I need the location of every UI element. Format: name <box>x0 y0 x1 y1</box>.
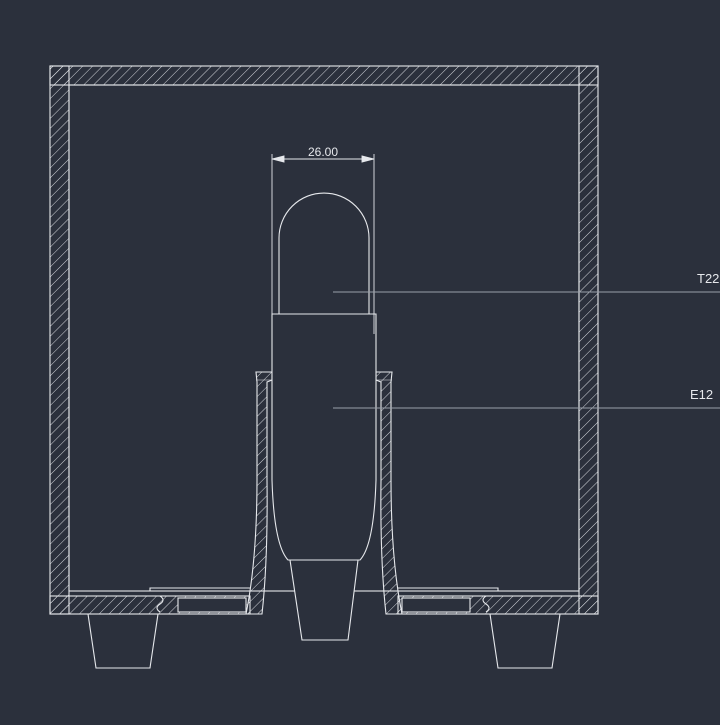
base-plate-top-edge-right <box>398 587 579 592</box>
housing-right-wall <box>578 65 599 615</box>
callout-label-bulb: T22 <box>697 271 719 286</box>
snap-clip-left <box>156 595 164 613</box>
socket-nozzle <box>289 559 359 641</box>
base-plate-top-edge <box>69 587 250 592</box>
socket-body <box>271 313 377 561</box>
socket-holder <box>245 371 403 615</box>
dimension-arrow-left <box>271 155 285 163</box>
dimension-arrow-right <box>361 155 375 163</box>
housing-top-wall <box>49 65 599 86</box>
dimension-width: 26.00 <box>271 145 375 334</box>
foot-right <box>489 613 561 669</box>
foot-left <box>87 613 159 669</box>
bulb-glass <box>278 192 370 314</box>
base-slot-left <box>177 597 247 613</box>
callouts: T22 E12 <box>333 271 720 409</box>
callout-label-socket: E12 <box>690 387 713 402</box>
socket-holder-left-wall <box>245 371 273 615</box>
e12-socket <box>271 313 377 641</box>
base-slot-right <box>401 597 471 613</box>
housing-left-wall <box>49 65 70 615</box>
snap-clip-right <box>482 595 490 613</box>
socket-holder-right-wall <box>375 371 403 615</box>
dimension-label: 26.00 <box>308 145 338 159</box>
feet <box>87 613 561 669</box>
t22-bulb <box>278 192 370 314</box>
